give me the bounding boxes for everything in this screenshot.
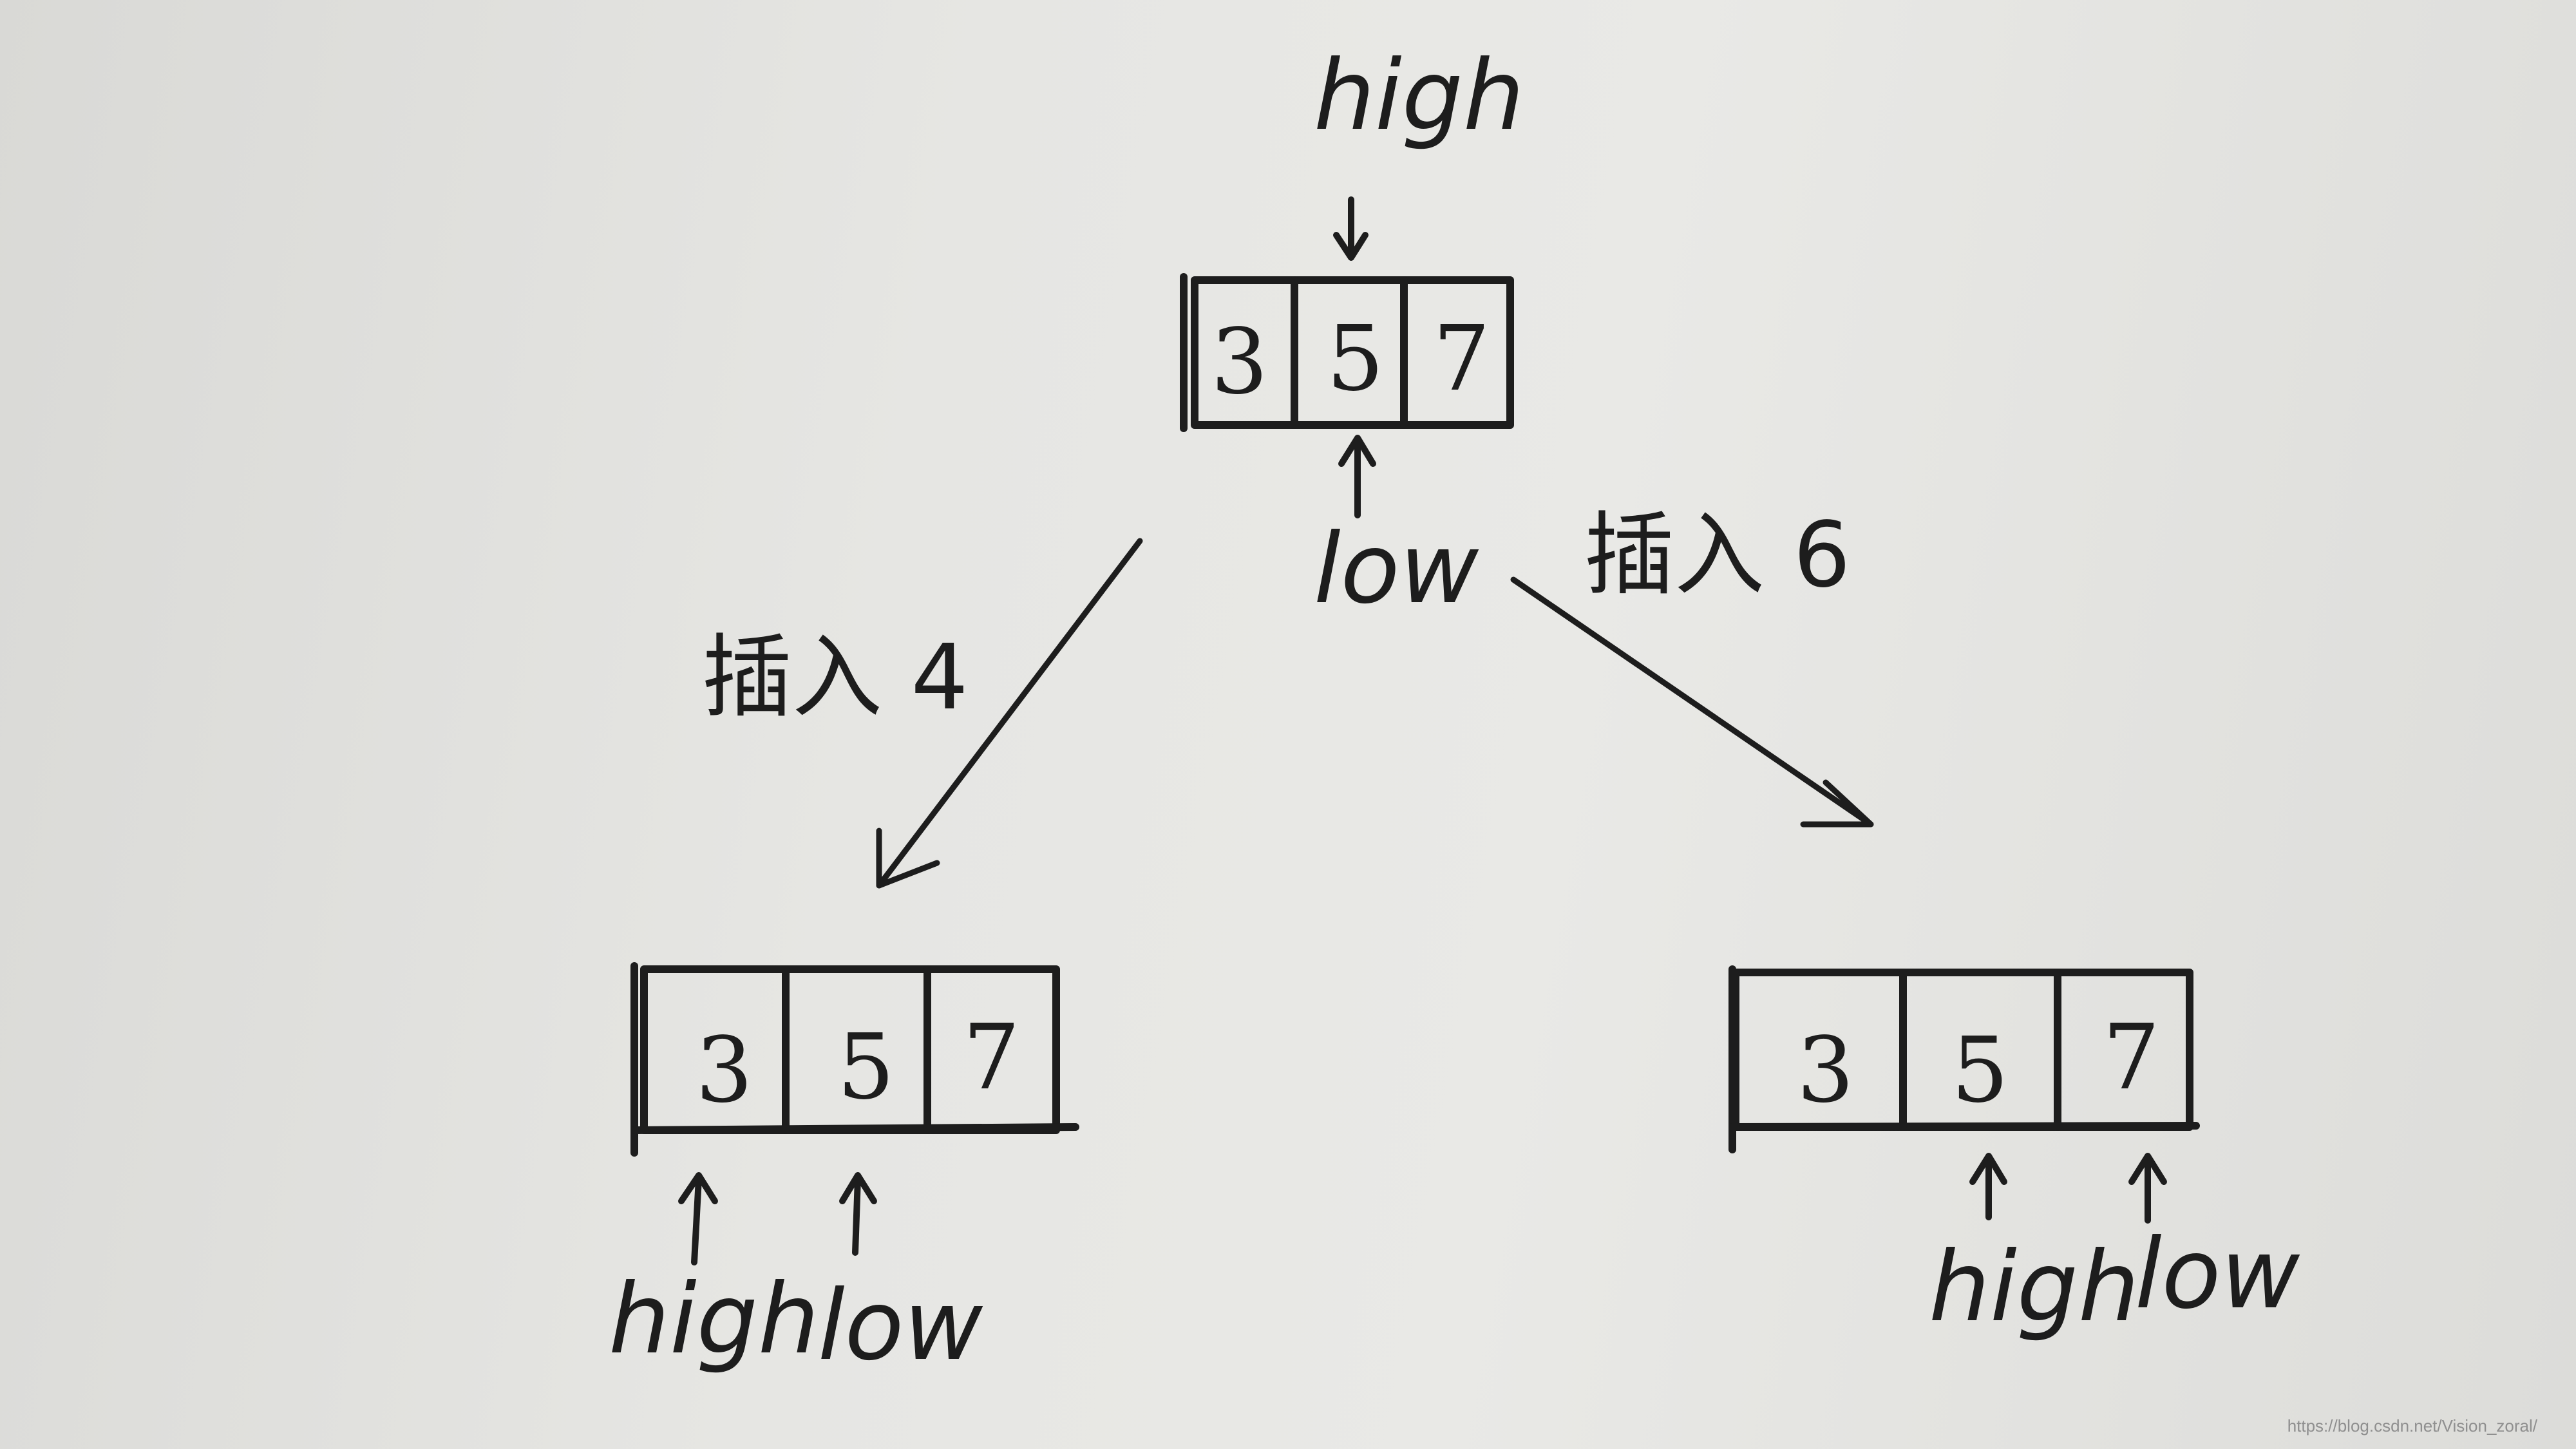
left-operation-label: 插入 4 <box>702 625 969 730</box>
left-low-label: low <box>818 1270 983 1382</box>
right-cell-1: 5 <box>1951 1018 2009 1123</box>
top-array: high 3 5 7 low <box>1180 40 1524 625</box>
top-low-label: low <box>1314 513 1479 625</box>
top-low-arrow <box>1338 435 1376 518</box>
left-high-arrow <box>678 1172 718 1265</box>
left-cell-0: 3 <box>696 1018 753 1123</box>
top-cell-0: 3 <box>1211 310 1268 415</box>
top-cell-2: 7 <box>1433 307 1490 412</box>
watermark: https://blog.csdn.net/Vision_zoral/ <box>2287 1416 2537 1435</box>
right-operation-label: 插入 6 <box>1584 503 1851 608</box>
left-high-label: high <box>609 1264 819 1376</box>
top-array-box <box>1191 276 1514 429</box>
left-cell-2: 7 <box>963 1005 1020 1110</box>
top-cell-1: 5 <box>1327 307 1384 412</box>
right-high-arrow <box>1969 1153 2007 1220</box>
right-cell-0: 3 <box>1797 1018 1854 1123</box>
left-array: 3 5 7 high low <box>609 962 1079 1382</box>
right-low-arrow <box>2128 1153 2167 1224</box>
right-low-label: low <box>2135 1218 2300 1331</box>
right-cell-2: 7 <box>2103 1005 2160 1110</box>
top-high-arrow <box>1333 196 1368 261</box>
top-high-label: high <box>1314 40 1524 152</box>
left-cell-1: 5 <box>837 1015 895 1120</box>
left-branch-arrow <box>876 538 1143 889</box>
right-branch-arrow <box>1510 576 1874 828</box>
right-high-label: high <box>1929 1231 2139 1343</box>
right-array: 3 5 7 high low <box>1728 965 2300 1343</box>
left-low-arrow <box>839 1172 877 1256</box>
